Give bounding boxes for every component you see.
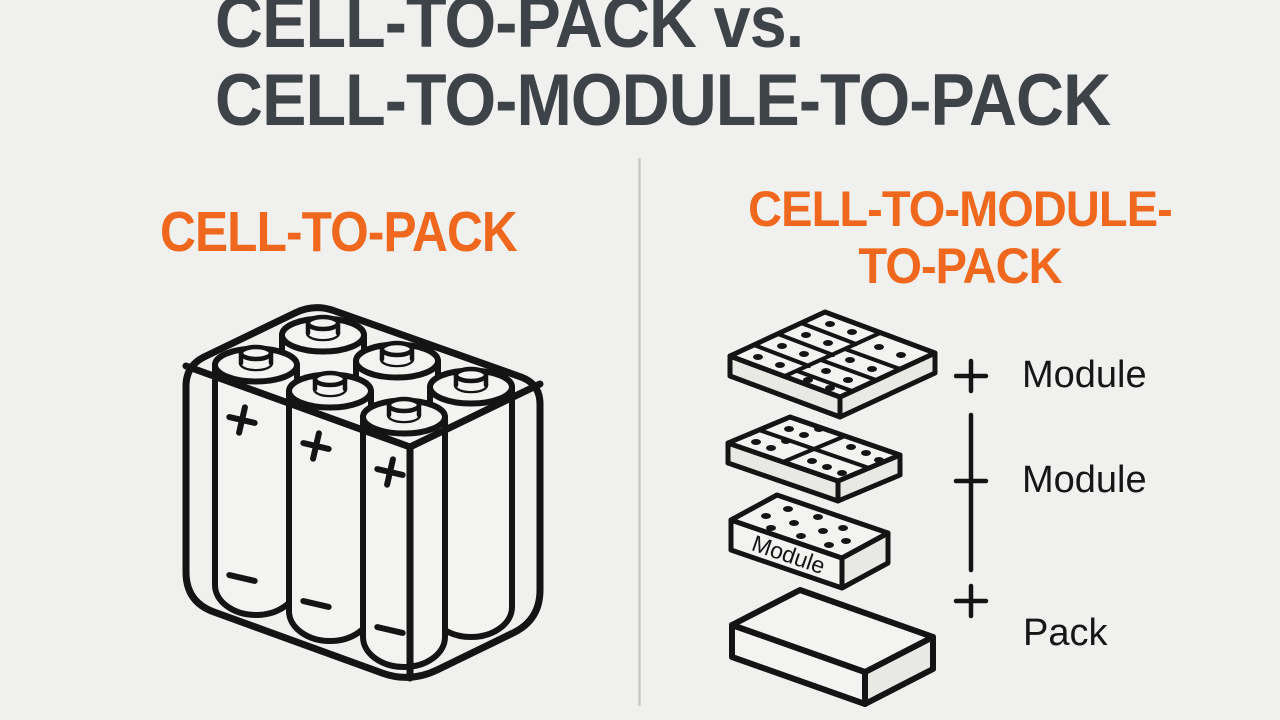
plus-icon	[953, 583, 989, 619]
stack-label-pack: Pack	[1023, 612, 1108, 654]
stack-label-module-2: Module	[1022, 459, 1147, 501]
right-section-heading-line-2: TO-PACK	[858, 238, 1062, 294]
main-title: CELL-TO-PACK vs. CELL-TO-MODULE-TO-PACK	[215, 0, 1111, 141]
battery-cell	[279, 314, 367, 588]
module-slab-large	[727, 309, 938, 420]
module-box: Module	[728, 492, 891, 591]
module-slab-small	[725, 414, 903, 504]
battery-cell	[286, 370, 374, 644]
battery-cell	[360, 396, 448, 670]
left-section-heading: CELL-TO-PACK	[160, 200, 518, 264]
minus-sign-icon	[300, 598, 332, 610]
minus-sign-icon	[374, 624, 406, 636]
battery-cell	[353, 340, 441, 614]
module-box-label: Module	[749, 530, 829, 579]
minus-sign-icon	[226, 572, 258, 584]
plus-sign-icon	[226, 404, 258, 436]
right-section-heading: CELL-TO-MODULE- TO-PACK	[659, 181, 1261, 295]
plus-icon	[953, 358, 989, 394]
battery-cell	[212, 344, 300, 618]
battery-pack-case	[182, 353, 544, 682]
cell-terminal-dots	[751, 426, 884, 476]
battery-cell	[427, 366, 515, 640]
plus-sign-icon	[374, 456, 406, 488]
battery-pack-illustration	[182, 304, 544, 682]
main-title-line-1: CELL-TO-PACK vs.	[215, 0, 804, 63]
stack-label-module-1: Module	[1022, 354, 1147, 396]
cell-terminal-dots	[753, 321, 906, 391]
cell-terminal-dots	[761, 506, 851, 548]
main-title-line-2: CELL-TO-MODULE-TO-PACK	[215, 60, 1111, 141]
plus-sign-icon	[300, 430, 332, 462]
cell-to-module-stack-illustration: Module	[725, 309, 989, 707]
right-section-heading-line-1: CELL-TO-MODULE-	[748, 181, 1173, 237]
pack-box	[729, 587, 936, 707]
stack-connector	[953, 358, 989, 619]
battery-case-back-edge	[200, 304, 525, 381]
